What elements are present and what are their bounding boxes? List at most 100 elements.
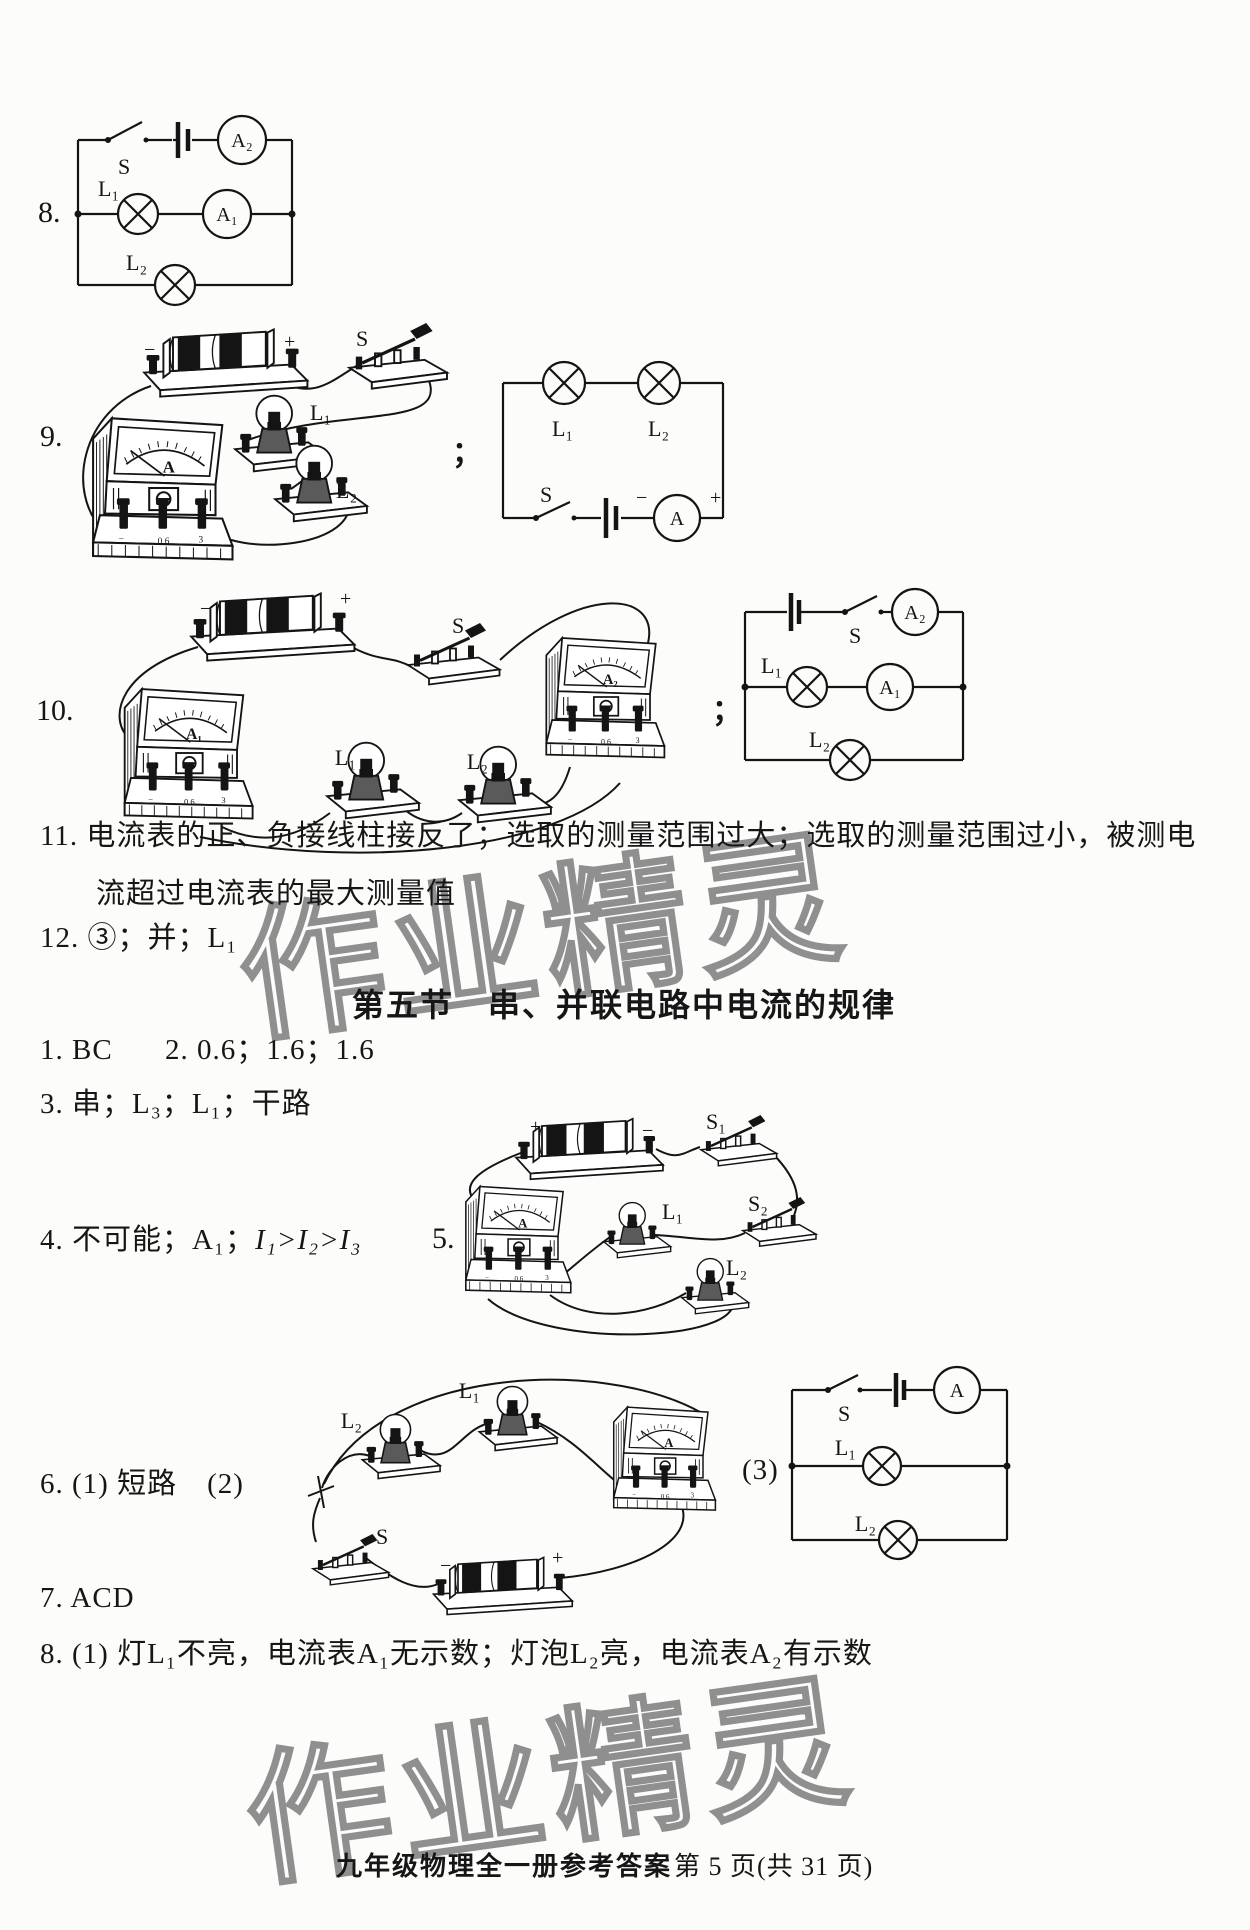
switch-label: S xyxy=(452,613,464,638)
q8-number: 8. xyxy=(38,196,61,229)
terminal-minus: − xyxy=(148,794,153,804)
terminal-low: 0.6 xyxy=(158,537,170,547)
ammeter-A: A − 0.6 3 xyxy=(612,1406,717,1511)
lamp-L2-label: L₂ xyxy=(336,478,357,503)
q6-realistic-circuit: L₂ L₁ A − 0.6 3 S − + xyxy=(307,1378,717,1616)
lamp-L2-label: L₂ xyxy=(726,1255,747,1280)
terminal-low: 0.6 xyxy=(514,1275,523,1283)
junction-dot xyxy=(74,210,82,218)
q8a-text: 8. (1) 灯L₁不亮，电流表A₁无示数；灯泡L₂亮，电流表A₂有示数 xyxy=(40,1638,873,1670)
footer-book-title: 九年级物理全一册参考答案 xyxy=(336,1852,673,1881)
wires xyxy=(312,1378,701,1588)
switch-label: S xyxy=(540,482,552,507)
lamp-L1-symbol xyxy=(116,192,160,236)
ammeter-A1-symbol xyxy=(201,188,253,240)
terminal-minus: − xyxy=(568,735,573,744)
plus-label: + xyxy=(710,487,721,509)
switch-label: S xyxy=(356,326,368,351)
terminal-high: 3 xyxy=(636,736,640,745)
ammeter-A-symbol xyxy=(932,1365,982,1415)
ammeter-letter: A xyxy=(664,1436,673,1450)
lamp-L2-label: L₂ xyxy=(467,749,488,774)
q4-inequality: I₁>I₂>I₃ xyxy=(255,1224,362,1256)
circuit-wires xyxy=(743,593,965,762)
terminal-low: 0.6 xyxy=(661,1494,670,1501)
lamp-L1-label: L₁ xyxy=(761,653,782,678)
q6-part3-label: (3) xyxy=(742,1454,779,1486)
q10-realistic-circuit: − + S A₂ − 0.6 3 A₁ − 0.6 3 L₁ L₂ xyxy=(118,588,666,854)
cross-mark xyxy=(307,1475,335,1509)
ammeter-A2-letter: A₂ xyxy=(231,130,252,152)
q9-circuit-schematic: L₁ L₂ S − A + xyxy=(501,360,725,543)
lamp-L1-label: L₁ xyxy=(335,745,356,770)
q6-text: 6. (1) 短路 (2) xyxy=(40,1468,244,1500)
terminal-minus: − xyxy=(485,1273,489,1281)
ammeter-A: A − 0.6 3 xyxy=(465,1185,572,1294)
lamp-L2-symbol xyxy=(636,360,682,406)
battery-minus-label: − xyxy=(200,598,211,620)
section-heading: 第五节 串、并联电路中电流的规律 xyxy=(352,986,897,1024)
switch-contact-dot xyxy=(571,515,577,521)
ammeter-letter: A₂ xyxy=(603,672,618,688)
ammeter-A1-symbol xyxy=(865,662,915,712)
lamp-L2-label: L₂ xyxy=(648,416,669,441)
q12-text: 12. ③；并；L₁ xyxy=(40,922,238,954)
lamp-L2-symbol xyxy=(877,1519,919,1561)
ammeter-A2-letter: A₂ xyxy=(904,602,925,624)
q6-circuit-schematic: S A L₁ L₂ xyxy=(788,1365,1011,1561)
footer-page-number: 第 5 页(共 31 页) xyxy=(674,1852,874,1881)
q11-line2: 流超过电流表的最大测量值 xyxy=(96,878,457,910)
ammeter-letter: A xyxy=(518,1216,528,1230)
circuit-wires xyxy=(501,381,725,538)
battery-plus-label: + xyxy=(530,1116,541,1138)
switch-symbol xyxy=(105,137,149,143)
terminal-minus: − xyxy=(632,1492,636,1499)
circuit-wires xyxy=(76,121,294,287)
lamp-L2-symbol xyxy=(828,738,872,782)
ammeter-A-symbol xyxy=(652,493,702,543)
battery xyxy=(190,592,356,662)
q8-circuit-schematic: S L₁ A₁ A₂ L₂ xyxy=(74,114,296,307)
q5-number: 5. xyxy=(432,1222,455,1255)
battery xyxy=(143,328,309,398)
q4-prefix: 4. 不可能；A₁； xyxy=(40,1224,256,1256)
ammeter-letter: A xyxy=(163,458,176,477)
wires xyxy=(468,1146,799,1336)
lamp-L1-symbol xyxy=(785,665,829,709)
terminal-minus: − xyxy=(119,535,124,545)
lamp-L1-label: L₁ xyxy=(662,1199,683,1224)
lamp-L1-symbol xyxy=(541,360,587,406)
q2-text: 2. 0.6；1.6；1.6 xyxy=(165,1034,375,1066)
battery-minus-label: − xyxy=(440,1555,451,1577)
switch-S1-label: S₁ xyxy=(706,1109,726,1134)
junction-dot xyxy=(288,210,296,218)
q10-separator: ； xyxy=(712,695,742,728)
junction-dot xyxy=(959,683,967,691)
ammeter-letter: A₁ xyxy=(186,726,202,743)
battery-plus-label: + xyxy=(284,331,295,353)
ammeter-A2-symbol xyxy=(890,587,940,637)
switch-pivot-dot xyxy=(825,1387,831,1393)
ammeter-A1-letter: A₁ xyxy=(216,204,237,226)
lamp-L2-label: L₂ xyxy=(126,250,147,275)
battery-plus-label: + xyxy=(340,588,351,610)
terminal-high: 3 xyxy=(221,795,225,805)
q4-text: 4. 不可能；A₁；I₁>I₂>I₃ xyxy=(40,1222,361,1258)
q3-text: 3. 串；L₃；L₁；干路 xyxy=(40,1088,312,1120)
ammeter-A1: A₁ − 0.6 3 xyxy=(123,688,254,820)
battery-minus-label: − xyxy=(642,1120,653,1142)
lamp-L2-label: L₂ xyxy=(341,1408,362,1433)
q5-realistic-circuit: + − S₁ A − 0.6 3 L₁ S₂ L₂ xyxy=(465,1109,818,1336)
ammeter-A2: A₂ − 0.6 3 xyxy=(545,637,666,759)
lamp-L1 xyxy=(478,1385,558,1452)
q1-text: 1. BC xyxy=(40,1034,113,1066)
terminal-high: 3 xyxy=(545,1274,549,1282)
terminal-low: 0.6 xyxy=(184,796,195,806)
ammeter-A1-letter: A₁ xyxy=(879,677,900,699)
wires xyxy=(118,602,651,854)
switch-label: S xyxy=(376,1524,388,1549)
q9-number: 9. xyxy=(40,420,63,453)
q10-circuit-schematic: S A₂ L₁ A₁ L₂ xyxy=(741,587,967,782)
